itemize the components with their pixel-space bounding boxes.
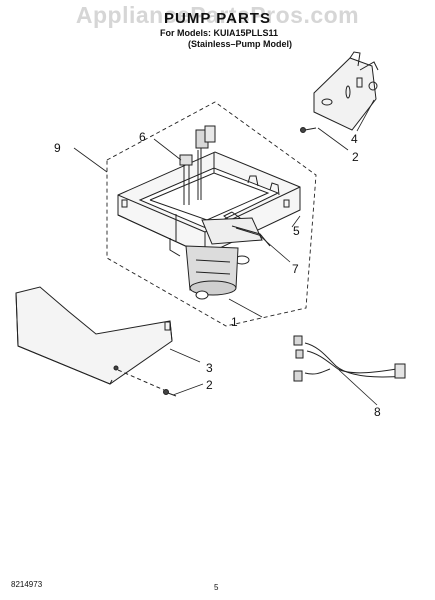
page-number: 5 [214, 583, 219, 592]
callout-5: 5 [293, 224, 300, 238]
callout-3: 3 [206, 361, 213, 375]
callout-7: 7 [292, 262, 299, 276]
pump-tube [179, 125, 216, 205]
leader-lines [73, 99, 378, 406]
cover-panel [15, 286, 173, 385]
callout-4: 4 [351, 132, 358, 146]
document-code: 8214973 [11, 580, 43, 589]
assembly-boundary [106, 101, 317, 327]
callout-1: 1 [231, 315, 238, 329]
callout-8: 8 [374, 405, 381, 419]
mounting-bracket [313, 51, 379, 131]
bracket-screw [300, 127, 317, 133]
pump-housing [117, 151, 301, 257]
callout-6: 6 [139, 130, 146, 144]
callout-9: 9 [54, 141, 61, 155]
models-line: For Models: KUIA15PLLS11 [160, 28, 279, 38]
model-variant: (Stainless–Pump Model) [188, 39, 293, 49]
callout-2-bracket: 2 [352, 150, 359, 164]
callout-2-cover: 2 [206, 378, 213, 392]
wire-harness [293, 335, 406, 382]
pump-motor [185, 245, 239, 300]
page-title: PUMP PARTS [164, 10, 271, 27]
watermark-text: AppliancePartsPros.com [75, 2, 360, 28]
cover-screw [117, 369, 177, 397]
